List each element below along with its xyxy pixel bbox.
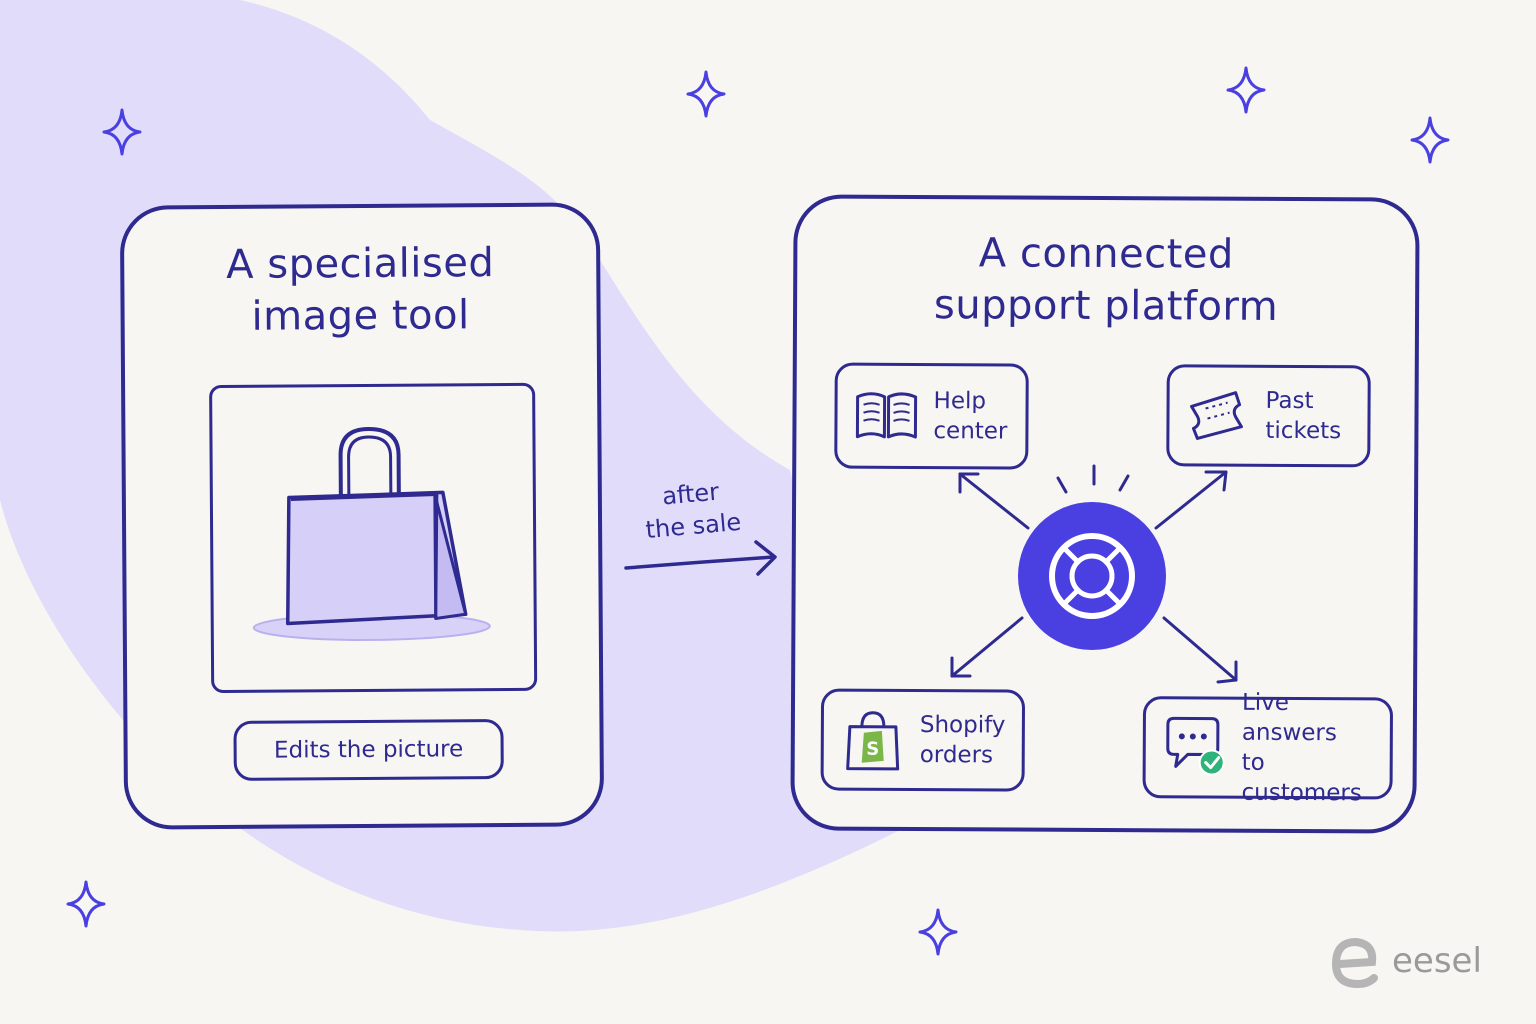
shopify-bag-icon: S bbox=[846, 711, 900, 771]
shopify-orders-node: S Shopify orders bbox=[820, 688, 1026, 792]
chat-check-icon bbox=[1166, 716, 1225, 776]
specialised-tool-panel: A specialised image tool Edits the pictu… bbox=[119, 202, 605, 830]
panel-title: A connected support platform bbox=[797, 226, 1416, 333]
help-center-node: Help center bbox=[834, 362, 1029, 470]
node-label: Past tickets bbox=[1265, 387, 1342, 445]
shopping-bag-icon bbox=[252, 426, 491, 641]
panel-title: A specialised image tool bbox=[124, 236, 597, 343]
sparkle-icon bbox=[918, 908, 958, 956]
sparkle-icon bbox=[102, 108, 142, 156]
after-the-sale-label: after the sale bbox=[644, 477, 743, 545]
title-line-2: image tool bbox=[251, 292, 470, 340]
eesel-logo: eesel bbox=[1328, 934, 1482, 988]
sparkle-icon bbox=[66, 880, 106, 928]
title-line-1: A connected bbox=[978, 230, 1234, 278]
node-label: Live answers to customers bbox=[1241, 689, 1362, 807]
caption-text: Edits the picture bbox=[273, 736, 464, 764]
support-platform-panel: A connected support platform Help center… bbox=[790, 194, 1420, 834]
sparkle-icon bbox=[1226, 66, 1266, 114]
book-icon bbox=[855, 392, 918, 439]
title-line-2: support platform bbox=[933, 282, 1279, 330]
sparkle-icon bbox=[1410, 116, 1450, 164]
edits-picture-label: Edits the picture bbox=[233, 719, 504, 781]
ticket-icon bbox=[1190, 391, 1243, 440]
title-line-1: A specialised bbox=[226, 240, 495, 288]
past-tickets-node: Past tickets bbox=[1166, 364, 1371, 468]
live-answers-node: Live answers to customers bbox=[1142, 690, 1394, 806]
node-label: Shopify orders bbox=[919, 712, 1006, 769]
brand-name: eesel bbox=[1392, 941, 1482, 981]
node-label: Help center bbox=[933, 388, 1008, 445]
sparkle-icon bbox=[686, 70, 726, 118]
svg-text:S: S bbox=[866, 739, 879, 760]
product-image-frame bbox=[209, 382, 538, 694]
eesel-logo-mark bbox=[1331, 937, 1378, 988]
